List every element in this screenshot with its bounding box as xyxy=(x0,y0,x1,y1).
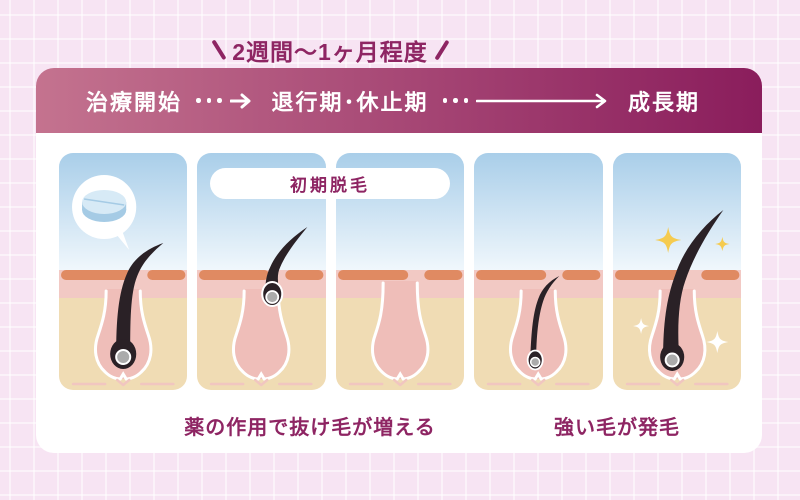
caption-growth: 強い毛が発毛 xyxy=(554,417,680,439)
stage-regression-rest: 退行期･休止期 xyxy=(271,89,429,115)
stage-treatment-start: 治療開始 xyxy=(86,89,183,115)
stage-growth: 成長期 xyxy=(628,89,701,115)
timeline-card: 治療開始 退行期･休止期 成長期 xyxy=(36,68,762,453)
panel-strong-hair xyxy=(612,153,742,390)
timeline-banner: 治療開始 退行期･休止期 成長期 xyxy=(36,68,762,133)
follicle-illustration xyxy=(337,270,463,387)
title-slash-left-icon xyxy=(211,39,226,61)
ellipsis-dots-icon xyxy=(442,98,469,103)
page-title: 2週間〜1ヶ月程度 xyxy=(232,39,428,65)
follicle-illustration xyxy=(61,175,186,387)
long-arrow-icon xyxy=(476,93,607,108)
caption-shedding: 薬の作用で抜け毛が増える xyxy=(184,417,436,439)
panel-treatment-start xyxy=(59,153,188,390)
follicle-illustration xyxy=(614,210,740,387)
illustration-area xyxy=(36,133,762,453)
follicle-illustration xyxy=(476,270,601,387)
title-slash-right-icon xyxy=(434,39,449,61)
short-arrow-icon xyxy=(229,93,251,108)
sparkle-icon xyxy=(632,227,730,354)
early-shedding-label: 初期脱毛 xyxy=(210,168,450,199)
page-title-row: 2週間〜1ヶ月程度 xyxy=(180,33,480,67)
follicle-illustration xyxy=(199,227,324,387)
pill-icon xyxy=(72,175,137,250)
panel-new-growth xyxy=(474,153,603,390)
ellipsis-dots-icon xyxy=(196,98,222,103)
